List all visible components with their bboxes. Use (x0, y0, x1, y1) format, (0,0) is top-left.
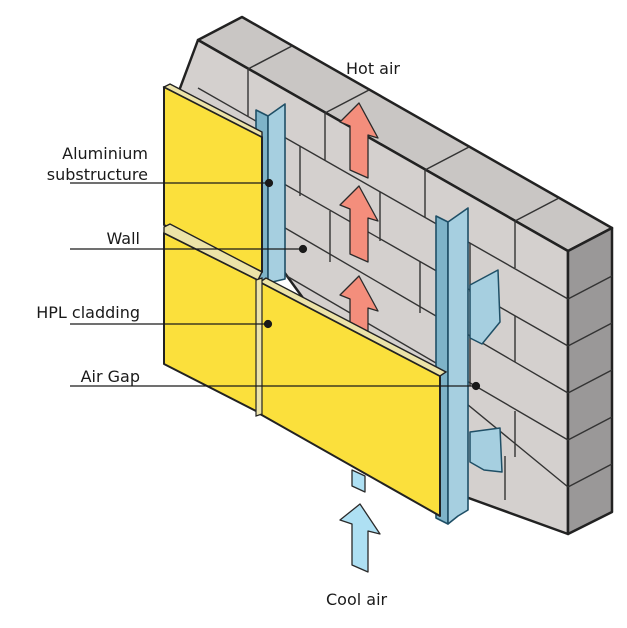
dot-wall (298, 244, 308, 254)
labels: Hot air Aluminium substructure Wall HPL … (36, 59, 400, 609)
label-cool-air: Cool air (326, 590, 388, 609)
hpl-panel-main-edge (258, 277, 448, 377)
label-air-gap: Air Gap (81, 367, 140, 386)
cool-air-stem (351, 469, 366, 493)
hpl-panel-upper-left-edge (162, 83, 263, 139)
hot-air-arrows (339, 102, 379, 333)
label-hot-air: Hot air (346, 59, 400, 78)
dot-hpl (263, 319, 273, 329)
hpl-panels (162, 83, 448, 517)
hot-air-arrow-top (339, 102, 379, 179)
label-aluminium-line1: Aluminium (62, 144, 148, 163)
cool-air-arrow (339, 503, 381, 573)
hpl-panel-lower-left-edge (163, 223, 263, 281)
hot-air-arrow-middle (339, 185, 379, 263)
side-mortar-lines (567, 275, 613, 488)
wall-brackets (469, 269, 503, 473)
dot-airgap (471, 381, 481, 391)
leaders (70, 178, 481, 391)
cool-air (339, 469, 381, 573)
label-wall: Wall (107, 229, 141, 248)
label-hpl-cladding: HPL cladding (36, 303, 140, 322)
hpl-panel-seam-vertical (255, 277, 263, 417)
bracket-lower (469, 427, 503, 473)
rail-left-flange (267, 103, 286, 284)
rail-right-flange (447, 207, 469, 525)
top-brick-seams (247, 45, 560, 222)
dot-aluminium (264, 178, 274, 188)
brick-joints (247, 69, 516, 500)
bracket-upper (469, 269, 501, 345)
label-aluminium-line2: substructure (47, 165, 148, 184)
